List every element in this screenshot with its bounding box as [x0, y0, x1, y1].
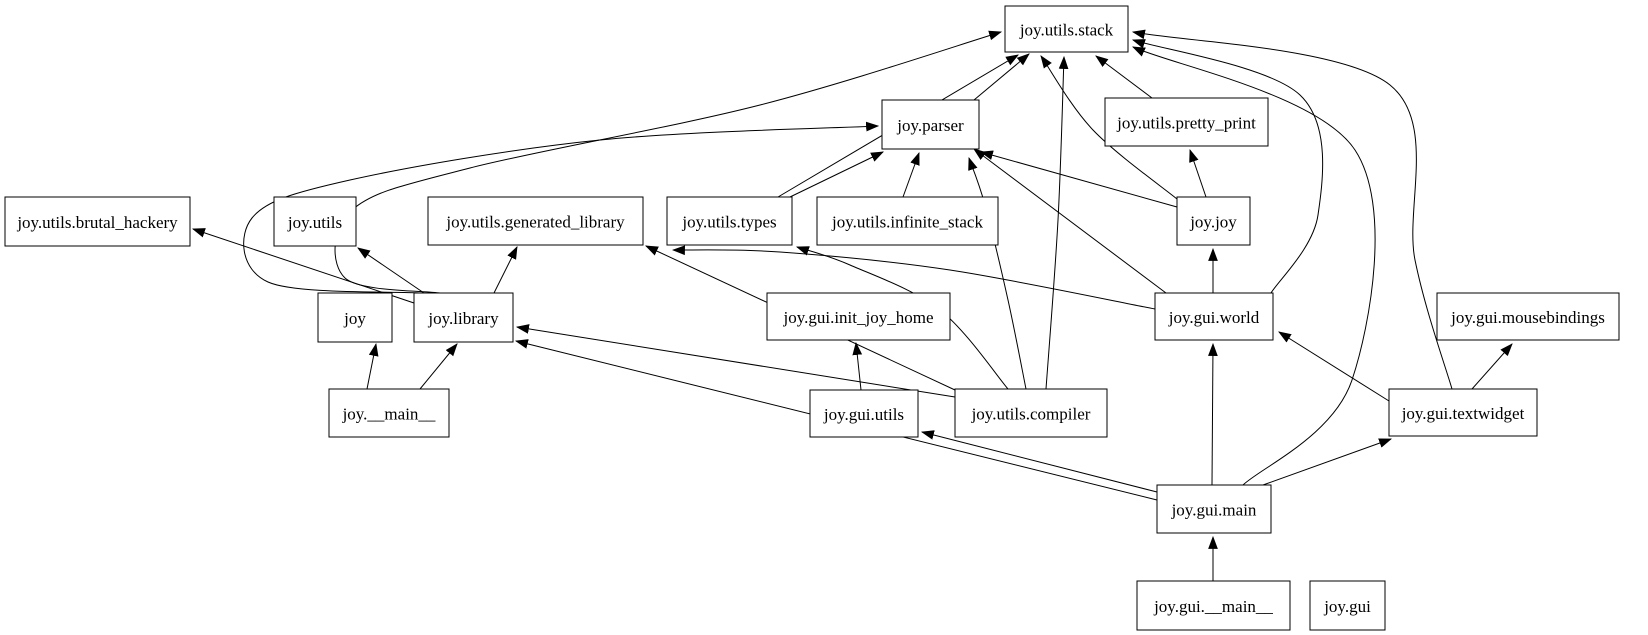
node-joy-utils-types: joy.utils.types	[666, 196, 793, 246]
node-joy-gui: joy.gui	[1309, 580, 1386, 631]
edge-joy-utils-compiler-to-joy-utils-types	[795, 246, 1009, 390]
node-label-joy-utils-pretty-print: joy.utils.pretty_print	[1116, 114, 1256, 133]
node-joy-utils-stack: joy.utils.stack	[1004, 5, 1129, 53]
node-layer: joy.utils.stack joy.parser joy.utils.prett…	[4, 5, 1620, 631]
node-joy-gui-mousebindings: joy.gui.mousebindings	[1436, 292, 1620, 341]
edge-joy-main-to-joy	[366, 342, 379, 390]
node-label-joy-utils: joy.utils	[287, 213, 342, 232]
edge-joy-gui-utils-to-joy-gui-init-joy-home	[852, 341, 863, 391]
node-joy: joy	[317, 292, 393, 343]
edge-joy-utils-types-to-joy-parser	[789, 151, 884, 198]
edge-joy-gui-main-to-joy-gui-world	[1208, 342, 1218, 486]
node-box-joy-utils-infinite-stack	[816, 196, 999, 246]
node-joy-parser: joy.parser	[881, 99, 980, 150]
node-box-joy-utils-types	[666, 196, 793, 246]
node-box-joy	[317, 292, 393, 343]
node-label-joy-gui-utils: joy.gui.utils	[823, 405, 904, 424]
node-box-joy-gui-init-joy-home	[766, 292, 951, 341]
edge-joy-joy-to-joy-utils-pretty-print	[1189, 148, 1207, 198]
node-box-joy-gui-utils	[809, 389, 919, 438]
edge-joy-library-to-joy-utils-brutal-hackery	[191, 228, 415, 304]
edge-joy-library-to-joy-parser	[243, 121, 880, 294]
edge-joy-gui-textwidget-to-joy-gui-mousebindings	[1471, 343, 1513, 390]
node-box-joy-main	[328, 388, 450, 438]
edge-layer	[191, 29, 1513, 581]
edge-joy-gui-world-to-joy-parser	[973, 148, 1167, 294]
node-box-joy-utils-brutal-hackery	[4, 196, 191, 247]
node-box-joy-gui-main-module	[1136, 580, 1291, 631]
node-label-joy-gui-world: joy.gui.world	[1168, 308, 1260, 327]
node-joy-utils-generated-library: joy.utils.generated_library	[427, 196, 644, 246]
edge-joy-gui-textwidget-to-joy-utils-stack	[1131, 29, 1453, 390]
node-joy-utils: joy.utils	[273, 196, 357, 247]
node-joy-gui-main-module: joy.gui.__main__	[1136, 580, 1291, 631]
node-box-joy-gui-textwidget	[1388, 388, 1538, 437]
node-label-joy-utils-types: joy.utils.types	[681, 213, 776, 232]
edge-joy-gui-main-to-joy-utils-stack	[1132, 46, 1376, 486]
node-joy-gui-world: joy.gui.world	[1154, 292, 1274, 341]
edge-joy-utils-pretty-print-to-joy-utils-stack	[1095, 55, 1153, 99]
node-joy-gui-init-joy-home: joy.gui.init_joy_home	[766, 292, 951, 341]
edge-joy-gui-world-to-joy-utils-types	[671, 245, 1156, 310]
node-box-joy-gui-world	[1154, 292, 1274, 341]
edge-joy-utils-compiler-to-joy-library	[515, 324, 956, 398]
node-label-joy-library: joy.library	[427, 309, 499, 328]
edge-joy-gui-textwidget-to-joy-gui-world	[1278, 331, 1390, 402]
node-joy-utils-infinite-stack: joy.utils.infinite_stack	[816, 196, 999, 246]
node-joy-gui-utils: joy.gui.utils	[809, 389, 919, 438]
node-joy-utils-pretty-print: joy.utils.pretty_print	[1104, 97, 1269, 147]
node-box-joy-gui-mousebindings	[1436, 292, 1620, 341]
node-label-joy-gui-main-module: joy.gui.__main__	[1153, 597, 1273, 616]
edge-joy-parser-to-joy-utils-stack	[973, 53, 1030, 101]
node-box-joy-utils	[273, 196, 357, 247]
edge-joy-gui-main-to-joy-gui-textwidget	[1262, 438, 1393, 486]
node-label-joy-utils-infinite-stack: joy.utils.infinite_stack	[831, 213, 983, 232]
edge-joy-utils-compiler-to-joy-utils-stack	[1045, 55, 1069, 390]
node-label-joy: joy	[343, 309, 366, 328]
node-label-joy-utils-generated-library: joy.utils.generated_library	[445, 213, 625, 232]
edge-joy-library-to-joy-utils-generated-library	[493, 246, 518, 294]
node-label-joy-gui-main: joy.gui.main	[1171, 501, 1257, 520]
node-box-joy-gui-main	[1156, 484, 1272, 534]
node-label-joy-gui: joy.gui	[1323, 597, 1371, 616]
node-joy-joy: joy.joy	[1176, 196, 1251, 246]
node-box-joy-gui	[1309, 580, 1386, 631]
edge-joy-utils-infinite-stack-to-joy-parser	[902, 151, 920, 198]
node-label-joy-gui-init-joy-home: joy.gui.init_joy_home	[782, 308, 933, 327]
node-box-joy-parser	[881, 99, 980, 150]
edge-joy-utils-compiler-to-joy-parser	[968, 156, 1027, 390]
node-joy-library: joy.library	[413, 292, 514, 343]
node-joy-gui-textwidget: joy.gui.textwidget	[1388, 388, 1538, 437]
node-label-joy-parser: joy.parser	[896, 116, 964, 135]
node-joy-main: joy.__main__	[328, 388, 450, 438]
node-box-joy-utils-stack	[1004, 5, 1129, 53]
node-label-joy-utils-brutal-hackery: joy.utils.brutal_hackery	[16, 213, 178, 232]
node-label-joy-main: joy.__main__	[342, 405, 436, 424]
edge-joy-joy-to-joy-parser	[979, 150, 1178, 208]
node-joy-utils-brutal-hackery: joy.utils.brutal_hackery	[4, 196, 191, 247]
node-box-joy-library	[413, 292, 514, 343]
node-box-joy-utils-compiler	[954, 388, 1108, 438]
node-label-joy-gui-mousebindings: joy.gui.mousebindings	[1450, 308, 1605, 327]
edge-joy-library-to-joy-utils-stack	[334, 30, 1003, 294]
node-box-joy-utils-pretty-print	[1104, 97, 1269, 147]
node-label-joy-utils-stack: joy.utils.stack	[1019, 21, 1114, 40]
node-joy-gui-main: joy.gui.main	[1156, 484, 1272, 534]
node-box-joy-utils-generated-library	[427, 196, 644, 246]
edge-joy-gui-world-to-joy-utils-stack	[1131, 39, 1324, 294]
edge-joy-gui-main-to-joy-gui-utils	[920, 430, 1158, 493]
edge-joy-main-to-joy-library	[419, 343, 458, 390]
node-label-joy-utils-compiler: joy.utils.compiler	[971, 405, 1091, 424]
node-label-joy-gui-textwidget: joy.gui.textwidget	[1401, 404, 1525, 423]
edge-joy-library-to-joy-utils	[357, 247, 425, 294]
node-joy-utils-compiler: joy.utils.compiler	[954, 388, 1108, 438]
edge-joy-joy-to-joy-utils-stack	[1040, 55, 1178, 200]
node-label-joy-joy: joy.joy	[1189, 213, 1237, 232]
node-box-joy-joy	[1176, 196, 1251, 246]
